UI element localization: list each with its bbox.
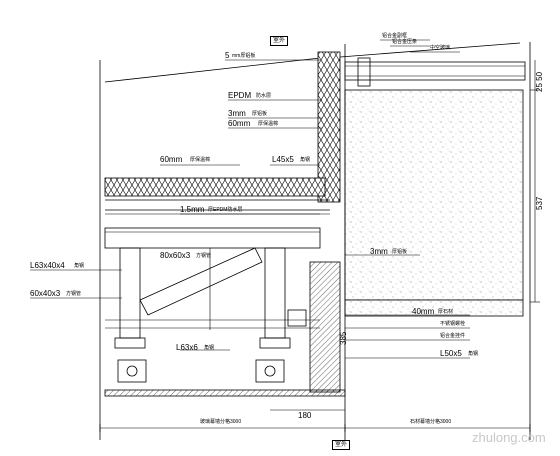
bottom-tag: 室外 — [332, 440, 351, 450]
label-1-5mm-sub: 厚EPDM防水层 — [208, 207, 243, 213]
label-frame: 铝合金副框 — [382, 33, 408, 39]
label-l50: L50x5 — [440, 349, 462, 358]
label-60mm-b: 60mm — [160, 155, 183, 164]
label-l45-sub: 角钢 — [300, 157, 311, 163]
label-40mm: 40mm — [412, 307, 435, 316]
label-60x40: 60x40x3 — [30, 289, 61, 298]
label-bead: 铝合金压条 — [392, 39, 418, 45]
label-3mm-b: 3mm — [370, 247, 388, 256]
label-l63x40-sub: 角钢 — [74, 263, 85, 269]
label-hanger: 铝合金挂件 — [440, 333, 466, 339]
label-bolt: 不锈钢螺栓 — [440, 321, 466, 327]
dim-25-50: 25 50 — [535, 71, 544, 92]
label-3mm-sub: 厚铝板 — [252, 111, 268, 117]
label-l45: L45x5 — [272, 155, 294, 164]
label-60x40-sub: 方钢管 — [66, 291, 82, 297]
label-40mm-sub: 厚石材 — [438, 309, 454, 315]
label-l50-sub: 角钢 — [468, 351, 479, 357]
dim-385: 385 — [339, 331, 348, 345]
label-epdm: EPDM — [228, 91, 252, 100]
label-60mm-sub: 厚保温棉 — [258, 121, 279, 127]
top-tag: 室外 — [270, 36, 289, 46]
label-60mm: 60mm — [228, 119, 251, 128]
label-bottom-left: 玻璃幕墙分格3000 — [200, 419, 242, 425]
label-5mm: 5 — [225, 51, 230, 60]
label-5mm-sub: mm厚铝板 — [232, 53, 256, 59]
label-60mm-b-sub: 厚保温棉 — [190, 157, 211, 163]
label-l63x6: L63x6 — [176, 343, 198, 352]
dim-537: 537 — [535, 196, 544, 210]
label-glass: 中空玻璃 — [430, 45, 451, 51]
label-3mm-b-sub: 厚铝板 — [392, 249, 408, 255]
label-l63x40: L63x40x4 — [30, 261, 65, 270]
label-3mm: 3mm — [228, 109, 246, 118]
label-80x60-sub: 方钢管 — [196, 253, 212, 259]
label-l63x6-sub: 角钢 — [204, 345, 215, 351]
label-epdm-sub: 防水层 — [256, 93, 272, 99]
label-1-5mm: 1.5mm — [180, 205, 205, 214]
watermark-text: zhulong.com — [472, 430, 546, 445]
dim-180: 180 — [298, 411, 312, 420]
label-bottom-right: 石材幕墙分格3000 — [410, 419, 452, 425]
label-80x60: 80x60x3 — [160, 251, 191, 260]
